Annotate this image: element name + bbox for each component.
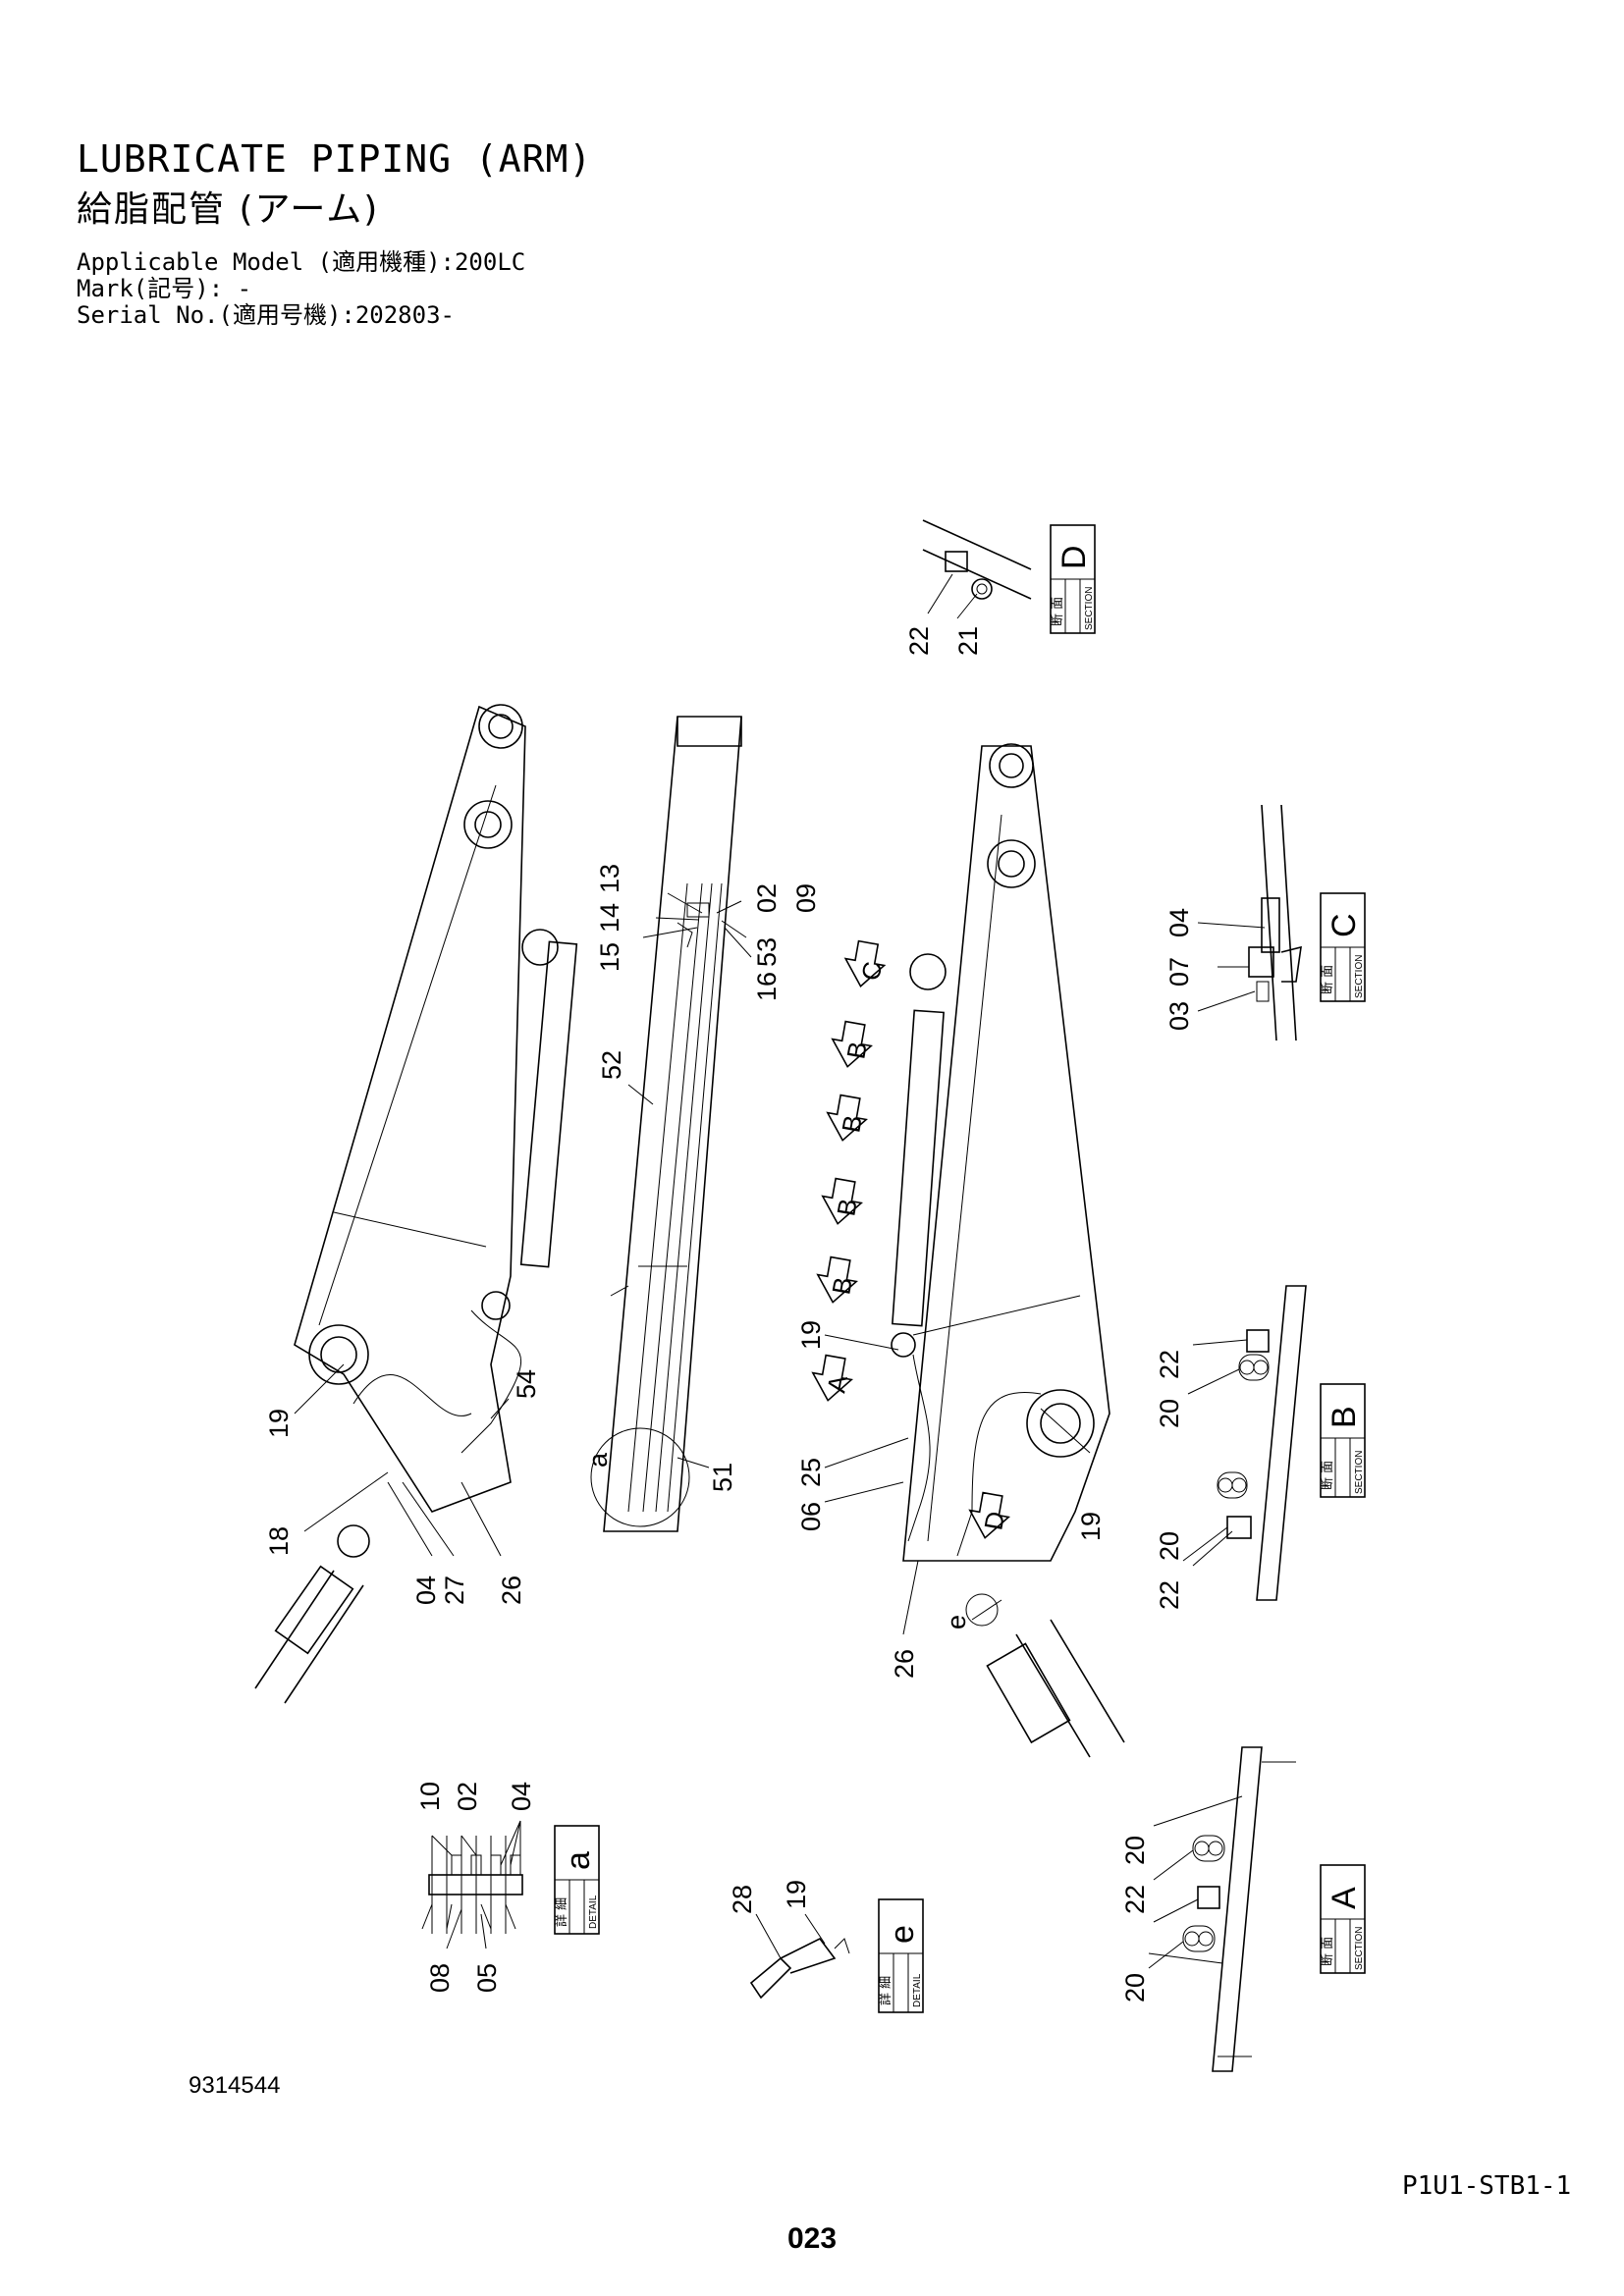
section-b xyxy=(1182,1285,1366,1601)
detail-a-en: DETAIL xyxy=(588,1895,599,1929)
arrow-letter-b4: B xyxy=(826,1275,858,1297)
view-letter-c: C xyxy=(1326,913,1363,937)
callout-p22: e xyxy=(942,1615,971,1629)
callout-p23: 22 xyxy=(904,626,934,656)
callout-p25: 04 xyxy=(1164,908,1194,937)
callout-p14: 52 xyxy=(597,1050,626,1080)
view-letter-a-lower: a xyxy=(560,1851,597,1870)
section-c-jp: 断 面 xyxy=(1321,965,1335,994)
arm-right-view xyxy=(824,743,1125,1758)
callout-p38: 19 xyxy=(782,1880,811,1909)
mark: Mark(記号): - xyxy=(77,275,252,302)
callout-p08: 14 xyxy=(595,903,624,933)
detail-e-en: DETAIL xyxy=(912,1973,923,2007)
callout-p36: 05 xyxy=(472,1963,502,1993)
callout-p04: 27 xyxy=(440,1575,469,1605)
callouts: 19 18 04 27 26 54 13 14 15 02 09 53 16 5… xyxy=(264,626,1194,2002)
section-d-jp: 断 面 xyxy=(1051,597,1065,626)
title-jp: 給脂配管 (アーム) xyxy=(77,189,380,230)
callout-p13: 16 xyxy=(752,972,782,1001)
section-d-en: SECTION xyxy=(1084,587,1095,630)
document-number: 9314544 xyxy=(189,2072,281,2099)
arrow-letter-b3: B xyxy=(831,1197,863,1218)
detail-e xyxy=(749,1898,924,2013)
callout-p26: 07 xyxy=(1164,957,1194,987)
callout-p31: 20 xyxy=(1155,1531,1184,1561)
callout-p41: 20 xyxy=(1120,1973,1150,2002)
arm-top-view xyxy=(590,716,752,1532)
callout-p29: 20 xyxy=(1155,1399,1184,1428)
callout-p09: 15 xyxy=(595,942,624,972)
arrow-letter-a: A xyxy=(821,1372,853,1395)
view-letter-b: B xyxy=(1326,1406,1363,1428)
view-letter-a-upper: A xyxy=(1326,1887,1363,1909)
title-en: LUBRICATE PIPING (ARM) xyxy=(77,137,593,181)
arrow-letter-b2: B xyxy=(836,1113,868,1135)
callout-p19: 06 xyxy=(796,1502,826,1531)
callout-p10: 02 xyxy=(752,883,782,913)
serial-number: Serial No.(適用号機):202803- xyxy=(77,301,455,329)
callout-p40: 22 xyxy=(1120,1885,1150,1914)
detail-a-jp: 詳 細 xyxy=(554,1897,569,1927)
view-arrows xyxy=(811,939,1010,1539)
callout-p35: 08 xyxy=(425,1963,455,1993)
callout-p02: 18 xyxy=(264,1526,294,1556)
callout-p06: 54 xyxy=(512,1369,541,1399)
detail-e-jp: 詳 細 xyxy=(878,1976,893,2005)
arm-left-view xyxy=(254,704,578,1704)
callout-p18: 25 xyxy=(796,1458,826,1487)
callout-p30: 22 xyxy=(1155,1580,1184,1610)
callout-p28: 22 xyxy=(1155,1350,1184,1379)
applicable-model: Applicable Model (適用機種):200LC xyxy=(77,248,526,276)
arrow-letter-d: D xyxy=(978,1509,1010,1532)
view-letter-e: e xyxy=(884,1925,921,1944)
page-number: 023 xyxy=(787,2222,838,2255)
page-code: P1U1-STB1-1 xyxy=(1402,2171,1572,2201)
callout-p16: a xyxy=(583,1452,613,1468)
section-c xyxy=(1197,804,1366,1041)
callout-p15: 51 xyxy=(708,1463,737,1492)
callout-p12: 53 xyxy=(752,937,782,967)
callout-p39: 20 xyxy=(1120,1836,1150,1865)
detail-a xyxy=(421,1820,600,1949)
arrow-letter-c: C xyxy=(855,959,888,983)
callout-p37: 28 xyxy=(728,1885,757,1914)
section-a-en: SECTION xyxy=(1354,1927,1365,1970)
view-boxes: 断 面 SECTION 断 面 SECTION 断 面 SECTION 断 面 … xyxy=(554,545,1365,2012)
callout-p07: 13 xyxy=(595,864,624,893)
section-b-jp: 断 面 xyxy=(1321,1461,1335,1490)
callout-p24: 21 xyxy=(953,626,983,656)
callout-p32: 10 xyxy=(415,1782,445,1811)
section-c-en: SECTION xyxy=(1354,955,1365,998)
callout-p05: 26 xyxy=(497,1575,526,1605)
callout-p11: 09 xyxy=(791,883,821,913)
callout-p21: 26 xyxy=(890,1649,919,1679)
arrow-letter-b1: B xyxy=(840,1040,873,1061)
callout-p17: 19 xyxy=(796,1320,826,1350)
callout-p20: 19 xyxy=(1076,1512,1106,1541)
callout-p01: 19 xyxy=(264,1409,294,1438)
section-a xyxy=(1148,1746,1366,2072)
callout-p03: 04 xyxy=(411,1575,441,1605)
view-letter-d: D xyxy=(1056,545,1093,569)
callout-p34: 04 xyxy=(507,1782,536,1811)
section-d xyxy=(922,519,1096,634)
section-a-jp: 断 面 xyxy=(1321,1937,1335,1966)
section-b-en: SECTION xyxy=(1354,1451,1365,1494)
callout-p27: 03 xyxy=(1164,1001,1194,1031)
arrow-letters: C B B B B A D xyxy=(821,959,1010,1532)
callout-p33: 02 xyxy=(453,1782,482,1811)
